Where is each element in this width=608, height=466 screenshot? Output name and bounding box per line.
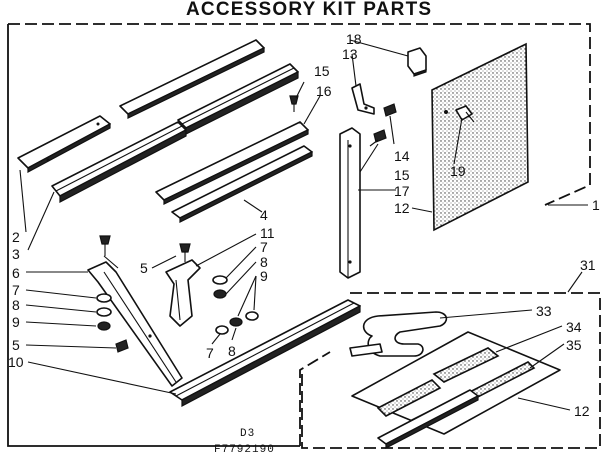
part-34-block bbox=[376, 347, 500, 417]
callout-12-upper: 12 bbox=[394, 200, 410, 216]
callout-1: 1 bbox=[592, 197, 600, 213]
callout-18: 18 bbox=[346, 31, 362, 47]
callout-10: 10 bbox=[8, 354, 24, 370]
callout-6: 6 bbox=[12, 265, 20, 281]
part-15-screw-lower bbox=[369, 129, 387, 147]
part-2-rail bbox=[17, 115, 111, 174]
part-4-rail bbox=[171, 145, 313, 223]
callout-13: 13 bbox=[342, 46, 358, 62]
part-19-screw bbox=[455, 105, 475, 123]
part-5-screw-c bbox=[115, 339, 129, 353]
part-5-screw-b bbox=[179, 243, 191, 262]
part-6-brace bbox=[87, 261, 183, 387]
callout-9-left: 9 bbox=[12, 314, 20, 330]
main-kit-frame bbox=[7, 23, 591, 447]
callout-11: 11 bbox=[260, 225, 275, 241]
hardware-washers-right bbox=[212, 275, 259, 335]
part-10-rail bbox=[169, 299, 361, 407]
hardware-washers-left bbox=[96, 293, 112, 331]
callout-5-left: 5 bbox=[12, 337, 20, 353]
callout-17: 17 bbox=[394, 183, 410, 199]
callout-16: 16 bbox=[316, 83, 332, 99]
part-12-bottom-rail bbox=[377, 389, 479, 449]
callout-2: 2 bbox=[12, 229, 20, 245]
callout-4: 4 bbox=[260, 207, 268, 223]
callout-34: 34 bbox=[566, 319, 582, 335]
diagram-title: ACCESSORY KIT PARTS bbox=[186, 0, 432, 20]
callout-7-bottom: 7 bbox=[206, 345, 214, 361]
footer-code-d3: D3 bbox=[240, 428, 255, 440]
upper-top-rail bbox=[119, 39, 265, 119]
callout-8-left: 8 bbox=[12, 297, 20, 313]
upper-channel-rail bbox=[177, 63, 299, 135]
callout-8-bottom: 8 bbox=[228, 343, 236, 359]
callout-19: 19 bbox=[450, 163, 466, 179]
callout-14: 14 bbox=[394, 148, 410, 164]
part-13-bracket bbox=[351, 83, 375, 115]
part-33-gasket bbox=[349, 311, 448, 357]
part-11-u-bracket bbox=[165, 259, 201, 327]
callout-15-upper: 15 bbox=[314, 63, 330, 79]
callout-35: 35 bbox=[566, 337, 582, 353]
part-15-screw-upper bbox=[289, 95, 299, 112]
callout-7-left: 7 bbox=[12, 282, 20, 298]
footer-part-number: F7792190 bbox=[214, 444, 275, 456]
part-18-clip bbox=[407, 47, 427, 77]
part-16-rail bbox=[155, 121, 309, 205]
callout-3: 3 bbox=[12, 246, 20, 262]
callout-31: 31 bbox=[580, 257, 596, 273]
callout-15-lower: 15 bbox=[394, 167, 410, 183]
callout-12-lower: 12 bbox=[574, 403, 590, 419]
leader-lines bbox=[19, 39, 588, 411]
part-5-screw-a bbox=[99, 235, 111, 256]
callout-7-right: 7 bbox=[260, 239, 268, 255]
callouts: 2 3 6 7 8 9 5 10 5 4 11 7 8 9 7 8 15 16 … bbox=[8, 31, 600, 419]
callout-33: 33 bbox=[536, 303, 552, 319]
callout-5-center: 5 bbox=[140, 260, 148, 276]
callout-8-right: 8 bbox=[260, 254, 268, 270]
callout-9-right: 9 bbox=[260, 268, 268, 284]
part-1-side-panel bbox=[431, 42, 529, 232]
part-14-screw bbox=[383, 103, 397, 117]
part-17-post bbox=[339, 127, 361, 279]
